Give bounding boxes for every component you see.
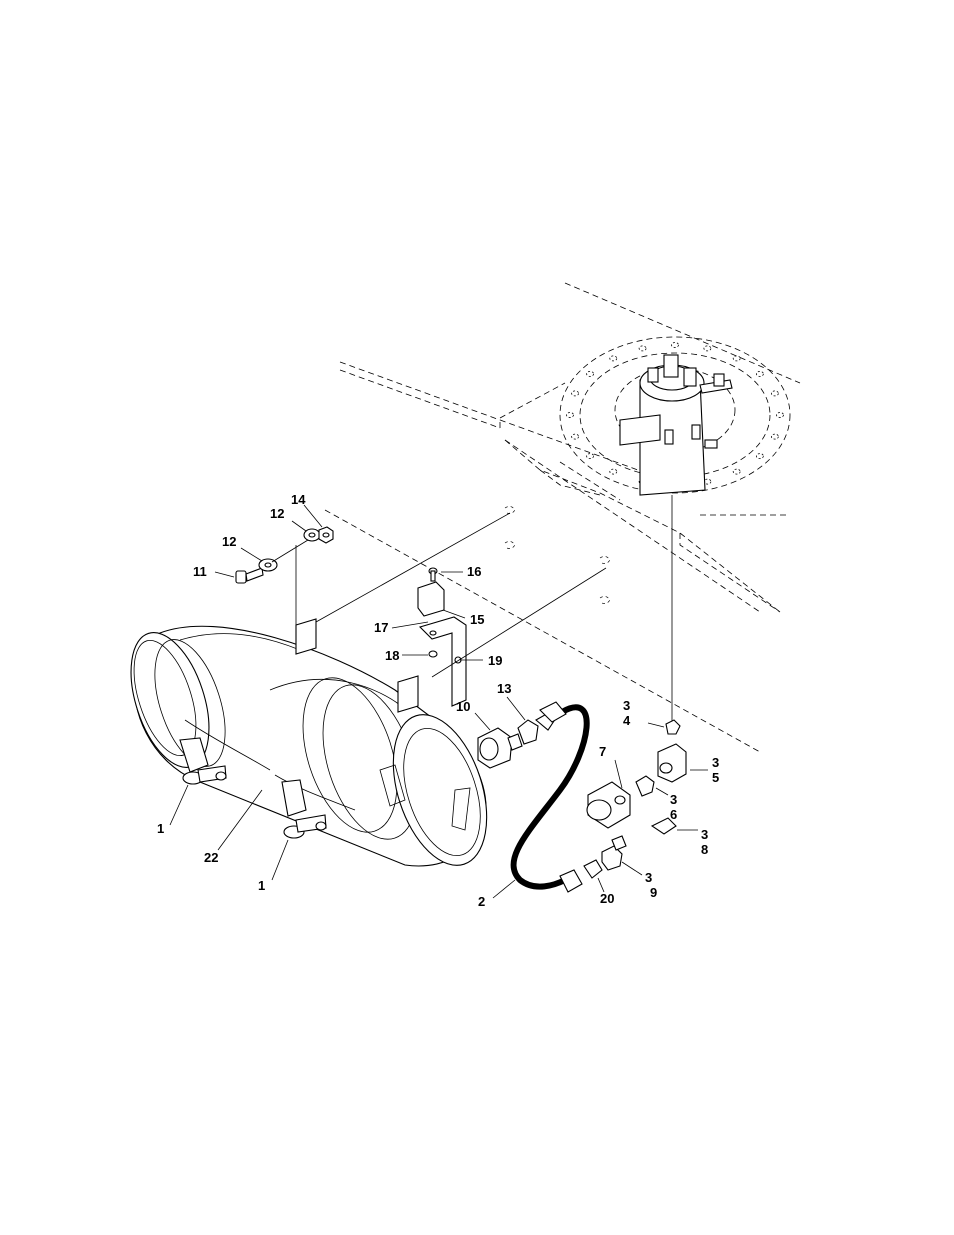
ring-bolt-hole — [756, 453, 764, 460]
ring-bolt-hole — [586, 453, 594, 460]
callout-1-upper: 1 — [157, 821, 164, 836]
callout-13: 13 — [497, 681, 511, 696]
ring-bolt-hole — [609, 468, 618, 475]
ring-bolt-hole — [703, 345, 712, 352]
callout-16: 16 — [467, 564, 481, 579]
callout-3-9-bottom: 9 — [650, 885, 657, 900]
ring-bolt-hole — [732, 355, 741, 362]
callout-11: 11 — [193, 564, 207, 579]
ring-bolt-hole — [586, 370, 594, 377]
callout-19: 19 — [488, 653, 502, 668]
callout-3-9-top: 3 — [645, 870, 652, 885]
fitting-part-3-8 — [650, 817, 677, 835]
callout-labels: 14 12 12 11 16 15 17 18 19 13 10 3 4 7 3… — [157, 492, 719, 909]
ring-bolt-hole — [771, 390, 779, 397]
callout-20: 20 — [600, 891, 614, 906]
bolt-part-11 — [235, 567, 264, 584]
fitting-part-20 — [583, 859, 603, 879]
ring-bolt-hole — [566, 412, 574, 418]
ring-bolt-hole — [756, 370, 764, 377]
callout-2: 2 — [478, 894, 485, 909]
ring-bolt-hole — [671, 342, 679, 348]
callout-3-6-bottom: 6 — [670, 807, 677, 822]
ring-bolt-hole — [571, 433, 579, 440]
turret-valve-assembly — [619, 354, 733, 725]
callout-14: 14 — [291, 492, 306, 507]
bracket-assembly — [417, 567, 467, 707]
callout-15: 15 — [470, 612, 484, 627]
phantom-vehicle-frame — [324, 282, 801, 753]
fitting-part-10 — [477, 727, 523, 769]
callout-3-5-top: 3 — [712, 755, 719, 770]
fitting-part-3-4 — [665, 719, 681, 735]
tee-part-3-9 — [601, 835, 627, 871]
ring-bolt-hole — [732, 468, 741, 475]
elbow-part-3-5 — [657, 743, 687, 783]
nut-part-14 — [318, 526, 334, 544]
clamp-part-1-lower — [281, 779, 327, 839]
washer-part-12-upper — [303, 528, 321, 542]
callout-12-upper: 12 — [270, 506, 284, 521]
callout-1-lower: 1 — [258, 878, 265, 893]
leader-lines — [169, 504, 708, 899]
callout-7: 7 — [599, 744, 606, 759]
callout-3-8-bottom: 8 — [701, 842, 708, 857]
ring-bolt-hole — [638, 345, 647, 352]
cylinder-part-22 — [130, 618, 488, 867]
valve-part-7 — [586, 781, 631, 829]
callout-3-5-bottom: 5 — [712, 770, 719, 785]
callout-17: 17 — [374, 620, 388, 635]
callout-10: 10 — [456, 699, 470, 714]
callout-3-6-top: 3 — [670, 792, 677, 807]
callout-18: 18 — [385, 648, 399, 663]
ring-bolt-hole — [776, 412, 784, 418]
fitting-part-3-6 — [635, 775, 655, 797]
callout-22: 22 — [204, 850, 218, 865]
ring-bolt-hole — [609, 355, 618, 362]
clamp-part-1-upper — [179, 737, 227, 785]
callout-3-4-top: 3 — [623, 698, 630, 713]
callout-3-8-top: 3 — [701, 827, 708, 842]
phantom-bolt-holes — [504, 506, 611, 604]
ring-bolt-hole — [771, 433, 779, 440]
ring-bolt-hole — [571, 390, 579, 397]
callout-3-4-bottom: 4 — [623, 713, 631, 728]
callout-12-lower: 12 — [222, 534, 236, 549]
hose-part-2 — [510, 701, 590, 893]
